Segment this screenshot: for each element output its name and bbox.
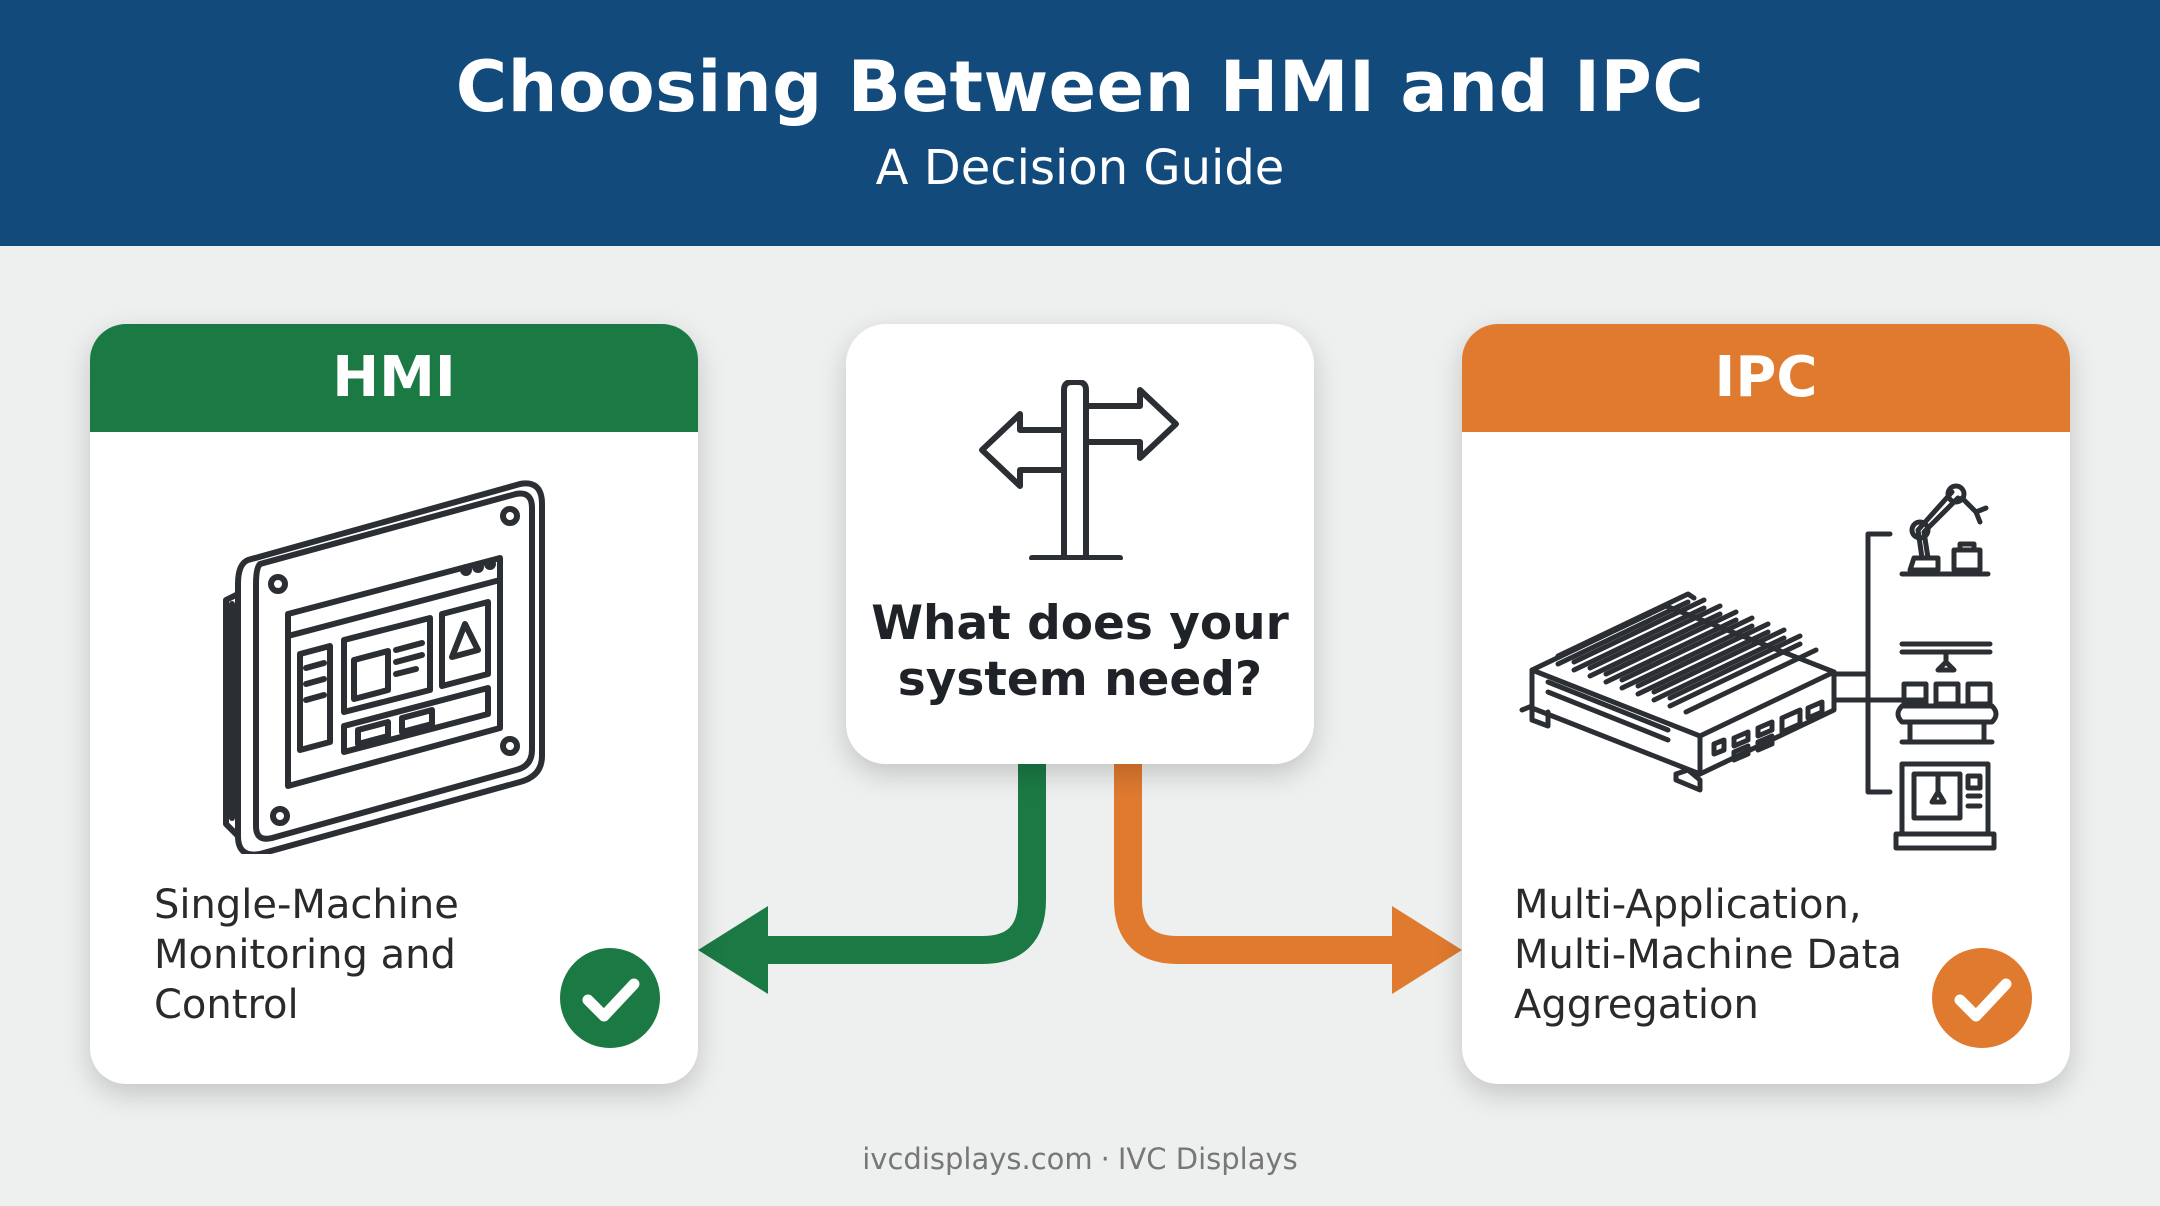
orange-arrow-line [1114, 764, 1400, 964]
footer-separator: · [1100, 1142, 1110, 1176]
green-arrow-head [698, 906, 768, 994]
industrial-pc-icon [1519, 483, 1999, 851]
ipc-card: IPC [1462, 324, 2070, 1084]
hmi-card: HMI Single-Machine Monitoring and Contro… [90, 324, 698, 1084]
ipc-check-icon [1932, 948, 2032, 1048]
footer-brand: IVC Displays [1117, 1142, 1298, 1176]
decision-question: What does your system need? [871, 596, 1289, 707]
orange-arrow-head [1392, 906, 1462, 994]
hmi-description: Single-Machine Monitoring and Control [154, 882, 459, 1028]
signpost-icon [979, 380, 1179, 560]
footer-credit: ivcdisplays.com·IVC Displays [0, 1142, 2160, 1176]
hmi-check-icon [560, 948, 660, 1048]
hmi-panel-icon [223, 480, 545, 854]
ipc-description: Multi-Application, Multi-Machine Data Ag… [1514, 882, 1902, 1028]
footer-site: ivcdisplays.com [862, 1142, 1093, 1176]
page-subtitle: A Decision Guide [875, 140, 1285, 196]
page-title: Choosing Between HMI and IPC [455, 46, 1705, 128]
hmi-card-header: HMI [90, 324, 698, 432]
header-banner: Choosing Between HMI and IPC A Decision … [0, 0, 2160, 246]
ipc-card-header: IPC [1462, 324, 2070, 432]
decision-card: What does your system need? [846, 324, 1314, 764]
green-arrow-line [760, 764, 1046, 964]
